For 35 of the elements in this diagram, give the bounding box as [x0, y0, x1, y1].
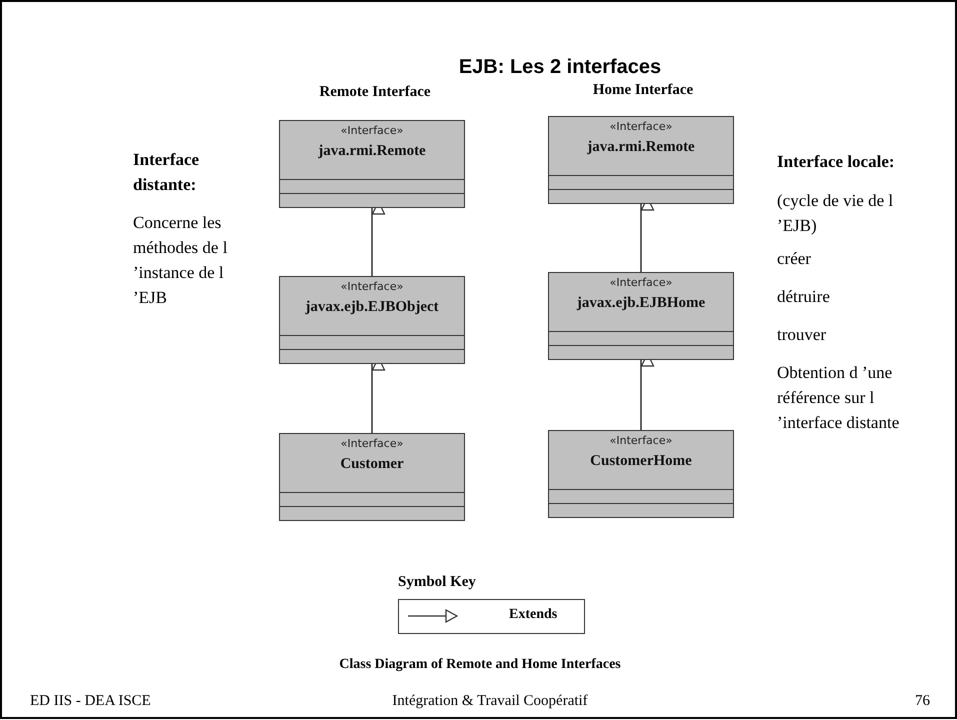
diagram-caption: Class Diagram of Remote and Home Interfaces	[338, 657, 622, 673]
side-note: Obtention d ’une référence sur l ’interface distante	[777, 362, 900, 434]
side-note: (cycle de vie de l ’EJB)	[777, 190, 894, 237]
stereotype-label: «Interface»	[340, 124, 404, 137]
side-heading: Interface locale:	[777, 151, 896, 173]
stereotype-label: «Interface»	[608, 276, 674, 289]
legend-label: Extends	[509, 607, 558, 623]
side-note: Concerne les méthodes de l ’instance de l ’EJB	[133, 212, 228, 309]
footer-text: ED IIS - DEA ISCE	[30, 692, 152, 710]
class-name: CustomerHome	[589, 453, 693, 470]
side-heading: Interface distante:	[133, 149, 200, 196]
class-name: javax.ejb.EJBObject	[304, 299, 440, 316]
class-box	[279, 120, 465, 208]
footer-text: Intégration & Travail Coopératif	[391, 692, 589, 710]
class-box	[279, 276, 465, 364]
class-box	[548, 272, 734, 360]
class-box	[548, 116, 734, 204]
stereotype-label: «Interface»	[340, 437, 404, 450]
class-box	[279, 433, 465, 521]
column-heading: Home Interface	[592, 81, 694, 99]
stereotype-label: «Interface»	[340, 280, 404, 293]
side-note: créer	[777, 248, 812, 270]
column-heading: Remote Interface	[318, 83, 432, 101]
side-note: détruire	[777, 286, 831, 308]
stereotype-label: «Interface»	[608, 434, 674, 447]
class-name: javax.ejb.EJBHome	[576, 295, 706, 312]
stereotype-label: «Interface»	[608, 120, 674, 133]
class-name: java.rmi.Remote	[317, 143, 427, 160]
slide-title: EJB: Les 2 interfaces	[458, 56, 662, 79]
page-number: 76	[914, 692, 930, 710]
class-box	[548, 430, 734, 518]
class-name: java.rmi.Remote	[586, 139, 696, 156]
class-name: Customer	[339, 456, 405, 473]
legend-heading: Symbol Key	[398, 573, 477, 591]
side-note: trouver	[777, 324, 828, 346]
